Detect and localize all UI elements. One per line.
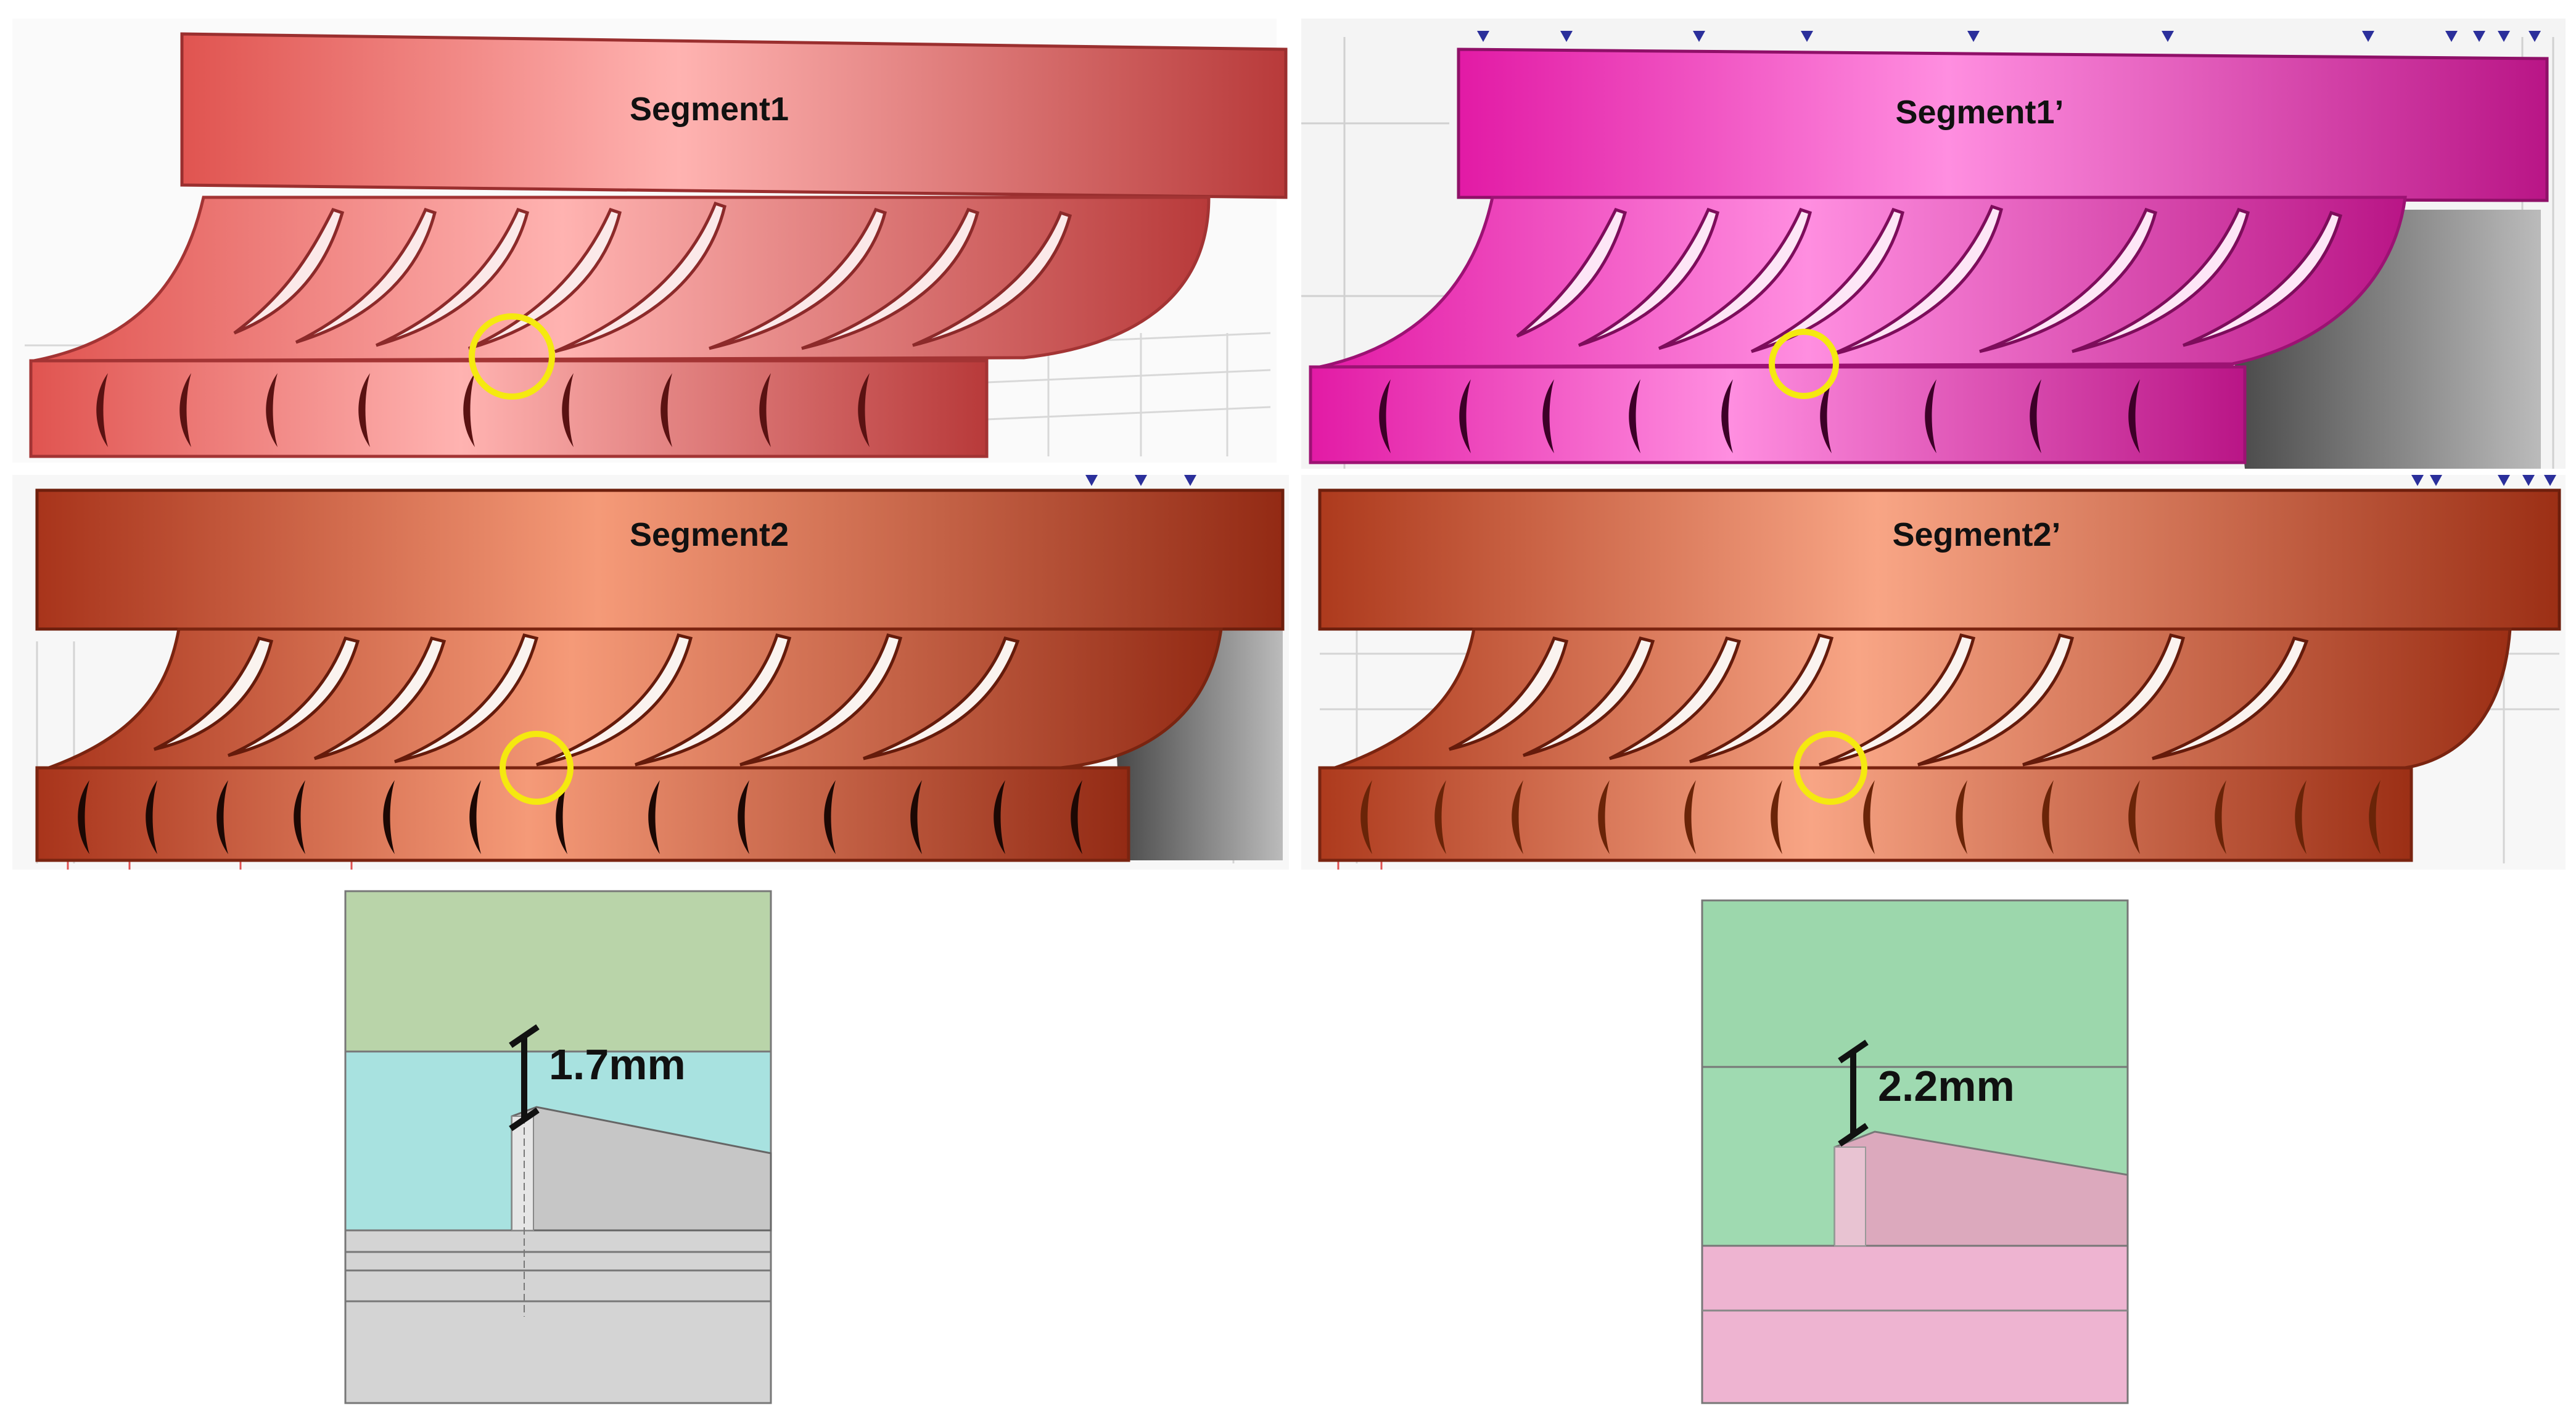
blade-passages (233, 201, 1072, 353)
inducer-slots (1379, 379, 2140, 453)
highlight-circle (1769, 329, 1839, 399)
detail-region-top (1701, 899, 2129, 1068)
inducer-ring (29, 359, 989, 458)
blade-passages (1516, 204, 2343, 356)
inducer-slots (96, 373, 870, 447)
blade-hub (1325, 627, 2512, 773)
dimension-label: 1.7mm (549, 1040, 686, 1089)
dimension-marker (1838, 1039, 1869, 1147)
highlight-circle (500, 731, 574, 805)
detail-2: 2.2mm (1701, 899, 2129, 1404)
segment2-panel: Segment2 (12, 475, 1289, 870)
panel-label: Segment2 (630, 516, 789, 553)
shroud-ring (1318, 488, 2561, 631)
load-arrows (1085, 475, 1196, 486)
dimension-marker (509, 1024, 540, 1132)
shroud-ring (1457, 47, 2549, 202)
segment2-prime-panel: Segment2’ (1301, 475, 2566, 870)
blade-passages (153, 633, 1020, 767)
blade-tip-edge (1834, 1146, 1866, 1246)
panel-label: Segment2’ (1892, 516, 2060, 553)
detail-region-bottom (1701, 1245, 2129, 1404)
blade-tip-edge (511, 1116, 534, 1231)
load-arrows (1477, 31, 2541, 42)
shroud-ring (35, 488, 1285, 631)
segment1-prime-panel: Segment1’ (1301, 19, 2566, 469)
shroud-ring (180, 32, 1288, 199)
dimension-label: 2.2mm (1878, 1062, 2015, 1110)
panel-label: Segment1 (630, 91, 789, 128)
highlight-circle (1793, 731, 1867, 805)
inducer-slots (1360, 780, 2381, 854)
blade-passages (1448, 633, 2309, 767)
highlight-circle (469, 313, 555, 400)
inducer-ring (1309, 365, 2247, 464)
panel-label: Segment1’ (1895, 94, 2064, 131)
load-arrows (2411, 475, 2556, 486)
segment1-panel: Segment1 (12, 19, 1288, 463)
detail-1: 1.7mm (344, 890, 772, 1404)
detail-region-bottom (344, 1229, 772, 1404)
detail-region-top (344, 890, 772, 1053)
detail-lines (345, 1251, 771, 1303)
blade-hub (39, 627, 1223, 773)
inducer-slots (78, 780, 1082, 854)
inducer-ring (35, 766, 1130, 862)
